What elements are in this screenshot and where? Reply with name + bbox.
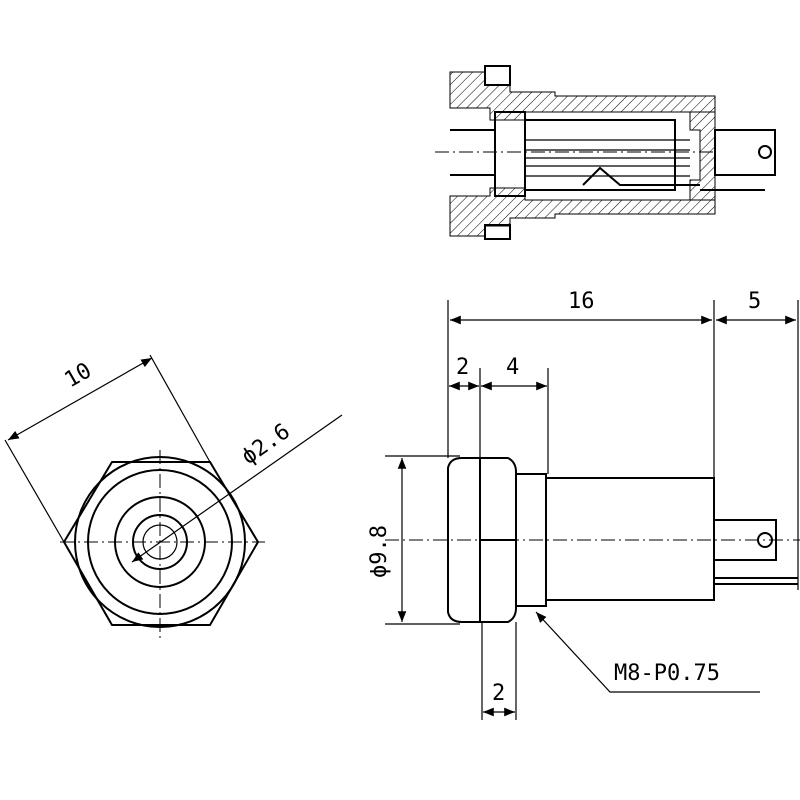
section-view xyxy=(435,65,776,240)
body-length-label: 16 xyxy=(568,289,595,314)
hex-width-dimension: 10 xyxy=(4,354,211,543)
terminal-length-dimension: 5 xyxy=(716,289,796,325)
body-diameter-label: ϕ9.8 xyxy=(367,525,392,578)
nut-thickness-dimension: 4 xyxy=(481,355,547,391)
body-diameter-dimension: ϕ9.8 xyxy=(367,458,407,622)
flange-thickness-dimension: 2 xyxy=(449,355,479,391)
hex-width-label: 10 xyxy=(61,358,96,393)
terminal-length-label: 5 xyxy=(748,289,761,314)
nut-thickness-label: 4 xyxy=(506,355,519,380)
extension-lines xyxy=(385,300,799,720)
bottom-thickness-label: 2 xyxy=(492,681,505,706)
body-length-dimension: 16 xyxy=(450,289,712,325)
hole-diameter-label: ϕ2.6 xyxy=(237,419,295,470)
bottom-thickness-dimension: 2 xyxy=(483,681,515,717)
thread-label: M8-P0.75 xyxy=(614,661,720,686)
front-view xyxy=(60,450,265,640)
hole-diameter-dimension: ϕ2.6 xyxy=(131,414,343,563)
side-view xyxy=(385,457,800,623)
flange-thickness-label: 2 xyxy=(456,355,469,380)
thread-callout: M8-P0.75 xyxy=(535,611,760,693)
